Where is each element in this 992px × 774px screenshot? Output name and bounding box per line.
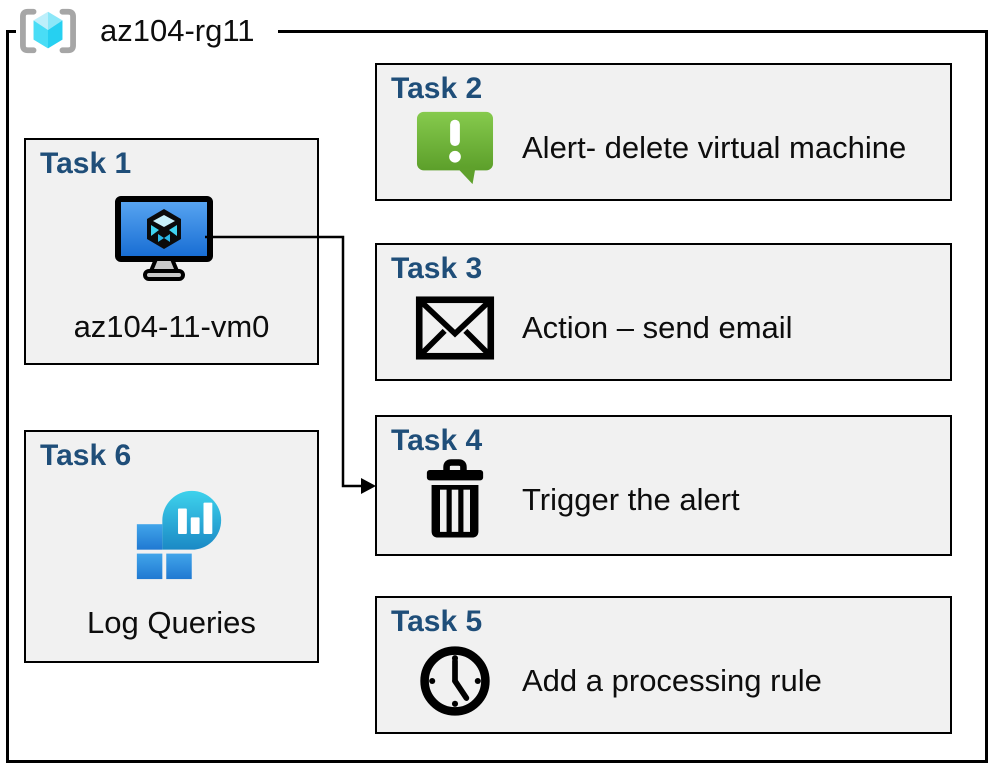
trash-icon — [410, 457, 500, 543]
alert-message-icon — [410, 105, 500, 191]
task4-box: Task 4 Trigger the alert — [375, 415, 952, 556]
resource-group-label: az104-rg11 — [100, 13, 255, 48]
header-border-gap — [16, 22, 278, 41]
email-envelope-icon — [410, 285, 500, 371]
task2-box: Task 2 Alert- delete virtual machine — [375, 63, 952, 201]
task2-title: Task 2 — [391, 72, 483, 105]
log-analytics-icon — [130, 485, 228, 583]
task6-box: Task 6 Log Queries — [24, 430, 319, 663]
clock-icon — [410, 638, 500, 724]
task5-box: Task 5 Add a processing rule — [375, 596, 952, 734]
task4-label: Trigger the alert — [522, 482, 740, 517]
resource-group-icon — [17, 4, 79, 58]
task6-title: Task 6 — [40, 439, 132, 472]
task1-box: Task 1 az104-11-vm0 — [24, 138, 319, 365]
task3-box: Task 3 Action – send email — [375, 243, 952, 381]
task6-label: Log Queries — [87, 605, 256, 640]
task3-title: Task 3 — [391, 252, 483, 285]
task1-title: Task 1 — [40, 147, 132, 180]
resource-group-container — [6, 30, 988, 763]
task5-label: Add a processing rule — [522, 663, 822, 698]
task5-title: Task 5 — [391, 605, 483, 638]
task4-title: Task 4 — [391, 424, 483, 457]
task1-label: az104-11-vm0 — [73, 309, 270, 344]
virtual-machine-icon — [114, 196, 214, 282]
task2-label: Alert- delete virtual machine — [522, 130, 907, 165]
connector-arrow — [205, 235, 376, 494]
task3-label: Action – send email — [522, 310, 793, 345]
